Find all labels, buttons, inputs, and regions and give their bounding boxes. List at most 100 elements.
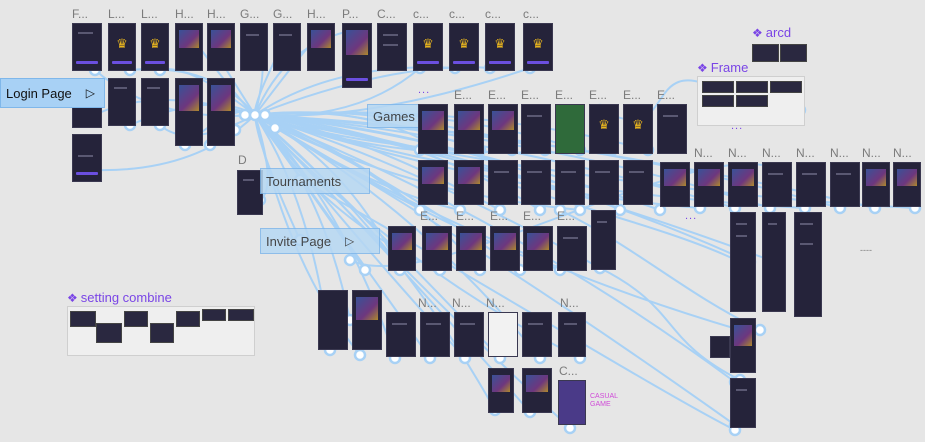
frame-thumbnail[interactable] bbox=[762, 212, 786, 312]
frame-thumbnail[interactable] bbox=[454, 160, 484, 205]
component-label-arcd[interactable]: ❖arcd bbox=[752, 25, 791, 40]
frame-thumbnail[interactable] bbox=[454, 312, 484, 357]
frame-thumbnail[interactable] bbox=[207, 23, 235, 71]
component-thumbnail[interactable] bbox=[150, 323, 174, 343]
component-frame-group[interactable] bbox=[697, 76, 805, 126]
frame-thumbnail[interactable] bbox=[175, 23, 203, 71]
frame-label[interactable]: N... bbox=[560, 296, 579, 310]
frame-thumbnail[interactable] bbox=[237, 170, 263, 215]
frame-thumbnail[interactable] bbox=[207, 78, 235, 146]
frame-thumbnail[interactable] bbox=[490, 226, 520, 271]
connection-node[interactable] bbox=[533, 203, 547, 217]
frame-thumbnail[interactable] bbox=[240, 23, 268, 71]
connection-node[interactable] bbox=[248, 108, 262, 122]
frame-thumbnail[interactable] bbox=[710, 336, 730, 358]
frame-thumbnail[interactable] bbox=[488, 104, 518, 154]
frame-thumbnail[interactable] bbox=[454, 104, 484, 154]
component-thumbnail[interactable] bbox=[228, 309, 254, 321]
frame-thumbnail[interactable] bbox=[342, 23, 372, 88]
connection-node[interactable] bbox=[493, 203, 507, 217]
frame-thumbnail[interactable]: ♛ bbox=[523, 23, 553, 71]
component-thumbnail[interactable] bbox=[770, 81, 802, 93]
frame-label[interactable]: D bbox=[238, 153, 247, 167]
frame-thumbnail[interactable] bbox=[72, 134, 102, 182]
frame-label[interactable]: E... bbox=[456, 209, 475, 223]
connection-node[interactable] bbox=[358, 263, 372, 277]
flow-tournaments[interactable]: Tournaments bbox=[260, 168, 370, 194]
frame-thumbnail[interactable] bbox=[657, 104, 687, 154]
connection-node[interactable] bbox=[238, 108, 252, 122]
frame-label[interactable]: C... bbox=[377, 7, 396, 21]
connection-node[interactable] bbox=[268, 121, 282, 135]
frame-label[interactable]: L... bbox=[141, 7, 158, 21]
frame-thumbnail[interactable] bbox=[557, 226, 587, 271]
frame-label[interactable]: H... bbox=[175, 7, 194, 21]
frame-thumbnail[interactable] bbox=[730, 318, 756, 373]
frame-label[interactable]: E... bbox=[555, 88, 574, 102]
frame-thumbnail[interactable] bbox=[555, 160, 585, 205]
component-thumbnail[interactable] bbox=[702, 95, 734, 107]
connection-node[interactable] bbox=[343, 253, 357, 267]
frame-thumbnail[interactable]: ♛ bbox=[485, 23, 515, 71]
frame-thumbnail[interactable]: ♛ bbox=[623, 104, 653, 154]
connection-wire[interactable] bbox=[254, 114, 301, 241]
frame-thumbnail[interactable] bbox=[730, 212, 756, 312]
frame-thumbnail[interactable] bbox=[352, 290, 382, 350]
component-label-setting-combine[interactable]: ❖setting combine bbox=[67, 290, 172, 305]
component-thumbnail[interactable] bbox=[70, 311, 96, 327]
frame-label[interactable]: G... bbox=[273, 7, 293, 21]
frame-thumbnail[interactable] bbox=[422, 226, 452, 271]
frame-thumbnail[interactable] bbox=[522, 312, 552, 357]
component-thumbnail[interactable] bbox=[780, 44, 807, 62]
connection-wire[interactable] bbox=[559, 209, 761, 331]
frame-thumbnail[interactable] bbox=[862, 162, 890, 207]
frame-thumbnail[interactable]: ♛ bbox=[413, 23, 443, 71]
frame-thumbnail[interactable] bbox=[307, 23, 335, 71]
frame-label[interactable]: E... bbox=[523, 209, 542, 223]
frame-thumbnail[interactable] bbox=[108, 78, 136, 126]
frame-thumbnail[interactable] bbox=[728, 162, 758, 207]
frame-thumbnail[interactable]: ♛ bbox=[449, 23, 479, 71]
connection-node[interactable] bbox=[353, 348, 367, 362]
frame-thumbnail[interactable] bbox=[794, 212, 822, 317]
connection-wire[interactable] bbox=[599, 267, 741, 381]
component-thumbnail[interactable] bbox=[736, 95, 768, 107]
component-label-frame[interactable]: ❖Frame bbox=[697, 60, 748, 75]
frame-label[interactable]: N... bbox=[762, 146, 781, 160]
connection-node[interactable] bbox=[613, 203, 627, 217]
component-thumbnail[interactable] bbox=[736, 81, 768, 93]
connection-wire[interactable] bbox=[299, 179, 736, 431]
frame-thumbnail[interactable] bbox=[175, 78, 203, 146]
frame-thumbnail[interactable] bbox=[418, 104, 448, 154]
frame-thumbnail[interactable] bbox=[488, 312, 518, 357]
frame-thumbnail[interactable] bbox=[456, 226, 486, 271]
frame-label[interactable]: H... bbox=[307, 7, 326, 21]
frame-thumbnail[interactable] bbox=[660, 162, 690, 207]
frame-label[interactable]: N... bbox=[486, 296, 505, 310]
frame-label[interactable]: E... bbox=[521, 88, 540, 102]
component-thumbnail[interactable] bbox=[702, 81, 734, 93]
flow-invite-page[interactable]: Invite Page ▷ bbox=[260, 228, 380, 254]
frame-label[interactable]: E... bbox=[488, 88, 507, 102]
frame-thumbnail[interactable] bbox=[488, 368, 514, 413]
frame-label[interactable]: L... bbox=[108, 7, 125, 21]
frame-thumbnail[interactable] bbox=[558, 312, 586, 357]
frame-thumbnail[interactable] bbox=[762, 162, 792, 207]
component-thumbnail[interactable] bbox=[124, 311, 148, 327]
frame-label[interactable]: N... bbox=[796, 146, 815, 160]
frame-thumbnail[interactable] bbox=[591, 210, 616, 270]
frame-label[interactable]: H... bbox=[207, 7, 226, 21]
frame-thumbnail[interactable] bbox=[386, 312, 416, 357]
frame-thumbnail[interactable] bbox=[420, 312, 450, 357]
frame-label[interactable]: E... bbox=[420, 209, 439, 223]
frame-label[interactable]: E... bbox=[657, 88, 676, 102]
frame-thumbnail[interactable] bbox=[796, 162, 826, 207]
frame-label[interactable]: N... bbox=[694, 146, 713, 160]
connection-node[interactable] bbox=[553, 203, 567, 217]
frame-label[interactable]: F... bbox=[72, 7, 89, 21]
flow-login-page[interactable]: Login Page ▷ bbox=[0, 78, 105, 108]
frame-label[interactable]: c... bbox=[413, 7, 430, 21]
frame-thumbnail[interactable] bbox=[488, 160, 518, 205]
frame-thumbnail[interactable] bbox=[830, 162, 860, 207]
